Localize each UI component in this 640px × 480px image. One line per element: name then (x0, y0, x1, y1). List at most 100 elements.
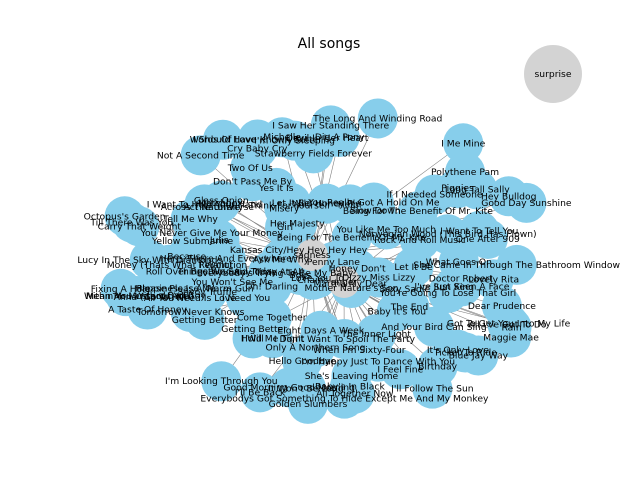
song-label: Only A Northern Song (265, 342, 365, 353)
song-node (270, 182, 311, 223)
song-node (384, 268, 425, 309)
song-node (293, 133, 334, 174)
song-label: Birthday (418, 361, 458, 372)
song-label: Sun King (433, 282, 474, 293)
song-label: Please Please Me (137, 283, 216, 294)
song-label: I'm Happy Just To Dance With You (301, 357, 455, 368)
song-label: Hello Goodbye (269, 356, 337, 367)
song-node (380, 349, 421, 390)
song-label: Help! (338, 199, 363, 210)
song-label: Dizzy Miss Lizzy (342, 273, 416, 284)
song-node (166, 236, 207, 277)
song-label: Hey Bulldog (481, 191, 536, 202)
song-label: You're Going To Lose That Girl (379, 288, 517, 299)
song-label: And Your Bird Can Sing (381, 322, 486, 333)
song-label: Devil In Her Heart (286, 133, 369, 144)
song-label: Norwegian Wood (This Bird Has Flown) (359, 229, 537, 240)
song-label: Act Naturally (184, 202, 244, 213)
song-label: Savoy Truffle (178, 287, 238, 298)
song-label: Love You To (291, 273, 344, 284)
song-label: Fixing A Hole (91, 284, 151, 295)
song-label: I Should Have Known Better (193, 135, 322, 146)
song-label: Strawberry Fields Forever (255, 148, 372, 159)
song-node (488, 176, 529, 217)
song-label: Revolution (199, 260, 248, 271)
song-node (201, 361, 242, 402)
song-label: Martha My Dear (313, 278, 387, 289)
song-label: Got To Get You Into My Life (447, 319, 571, 330)
song-label: I Need You (222, 293, 270, 304)
song-label: When I'm Sixty-Four (313, 345, 406, 356)
node-layer (100, 45, 582, 424)
song-label: Maggie Mae (483, 333, 539, 344)
song-label: Tell Me Why (162, 214, 218, 225)
song-label: Rain (501, 322, 521, 333)
song-node (104, 196, 145, 237)
song-label: The Long And Winding Road (312, 113, 442, 124)
song-node (443, 123, 484, 164)
emotion-label-sadness: sadness (293, 250, 331, 261)
song-node (129, 239, 170, 280)
song-node (287, 383, 328, 424)
song-node (357, 98, 398, 139)
song-label: All You Need Is Love (144, 293, 236, 304)
song-label: Things We Said Today (176, 266, 277, 277)
song-label: Hold Me Tight (241, 333, 305, 344)
song-label: Bad Boy (168, 290, 207, 301)
song-label: I'll Follow The Sun (391, 384, 474, 395)
song-label: I Feel Fine (377, 364, 423, 375)
song-label: Getting Better (172, 315, 238, 326)
song-label: Mother Nature's Son (305, 283, 399, 294)
song-label: Yellow Submarine (151, 236, 233, 247)
song-label: Kansas City/Hey Hey Hey Hey (230, 245, 368, 256)
song-label: Don't Pass Me By (213, 176, 293, 187)
song-label: It's Only Love (427, 345, 490, 356)
song-label: Her Majesty (270, 218, 325, 229)
song-label: Good Day Sunshine (481, 198, 572, 209)
emotion-node-anger (328, 266, 360, 298)
song-label: Yes It Is (258, 183, 294, 194)
song-label: Lovely Rita (468, 274, 519, 285)
song-label: Everybodys Got Something To Hide Except … (200, 394, 489, 405)
song-label: I'm Looking Through You (165, 376, 278, 387)
song-label: Golden Slumbers (269, 399, 348, 410)
song-node (240, 372, 281, 413)
song-label: You Really Got A Hold On Me (307, 198, 440, 209)
song-label: Boys (289, 270, 311, 281)
emotion-node-sadness (296, 239, 328, 271)
song-label: I Saw Her Standing There (272, 120, 389, 131)
song-label: One After 909 (456, 234, 520, 245)
song-label: Slow Down (350, 205, 401, 216)
song-node (180, 135, 221, 176)
song-label: Matchbox (198, 198, 243, 209)
song-label: Mean Mr Mustard (86, 291, 166, 302)
song-label: Money (Thats What I Want) (107, 260, 232, 271)
song-label: If I Needed Someone (386, 189, 482, 200)
song-node (437, 168, 478, 209)
song-label: Polythene Pam (431, 167, 499, 178)
song-node (156, 268, 197, 309)
song-node (366, 209, 407, 250)
song-label: Dig A Pony (315, 132, 365, 143)
song-label: Let It Be (272, 198, 311, 209)
song-node (100, 268, 141, 309)
song-label: Ticket To Ride (433, 348, 497, 359)
song-node (184, 299, 225, 340)
song-label: Here, There And Everywhere (160, 254, 292, 265)
song-node (232, 161, 273, 202)
song-label: I'm Only Sleeping (254, 136, 335, 147)
song-label: Till There Was You (89, 218, 173, 229)
song-label: I Want To Hold Your Hand (147, 199, 262, 210)
song-label: I Me Mine (441, 138, 485, 149)
song-label: I Don't Want To Spoil The Party (274, 334, 416, 345)
song-label: Any Time At All (234, 267, 304, 278)
emotion-node-surprise (524, 45, 582, 103)
song-label: Because (167, 252, 206, 263)
song-label: It Won't Be Long (268, 383, 343, 394)
song-label: Ask Me Why (253, 254, 310, 265)
song-label: Not A Second Time (157, 150, 245, 161)
emotion-label-surprise: surprise (535, 69, 572, 80)
song-label: Tomorrow Never Knows (136, 307, 245, 318)
